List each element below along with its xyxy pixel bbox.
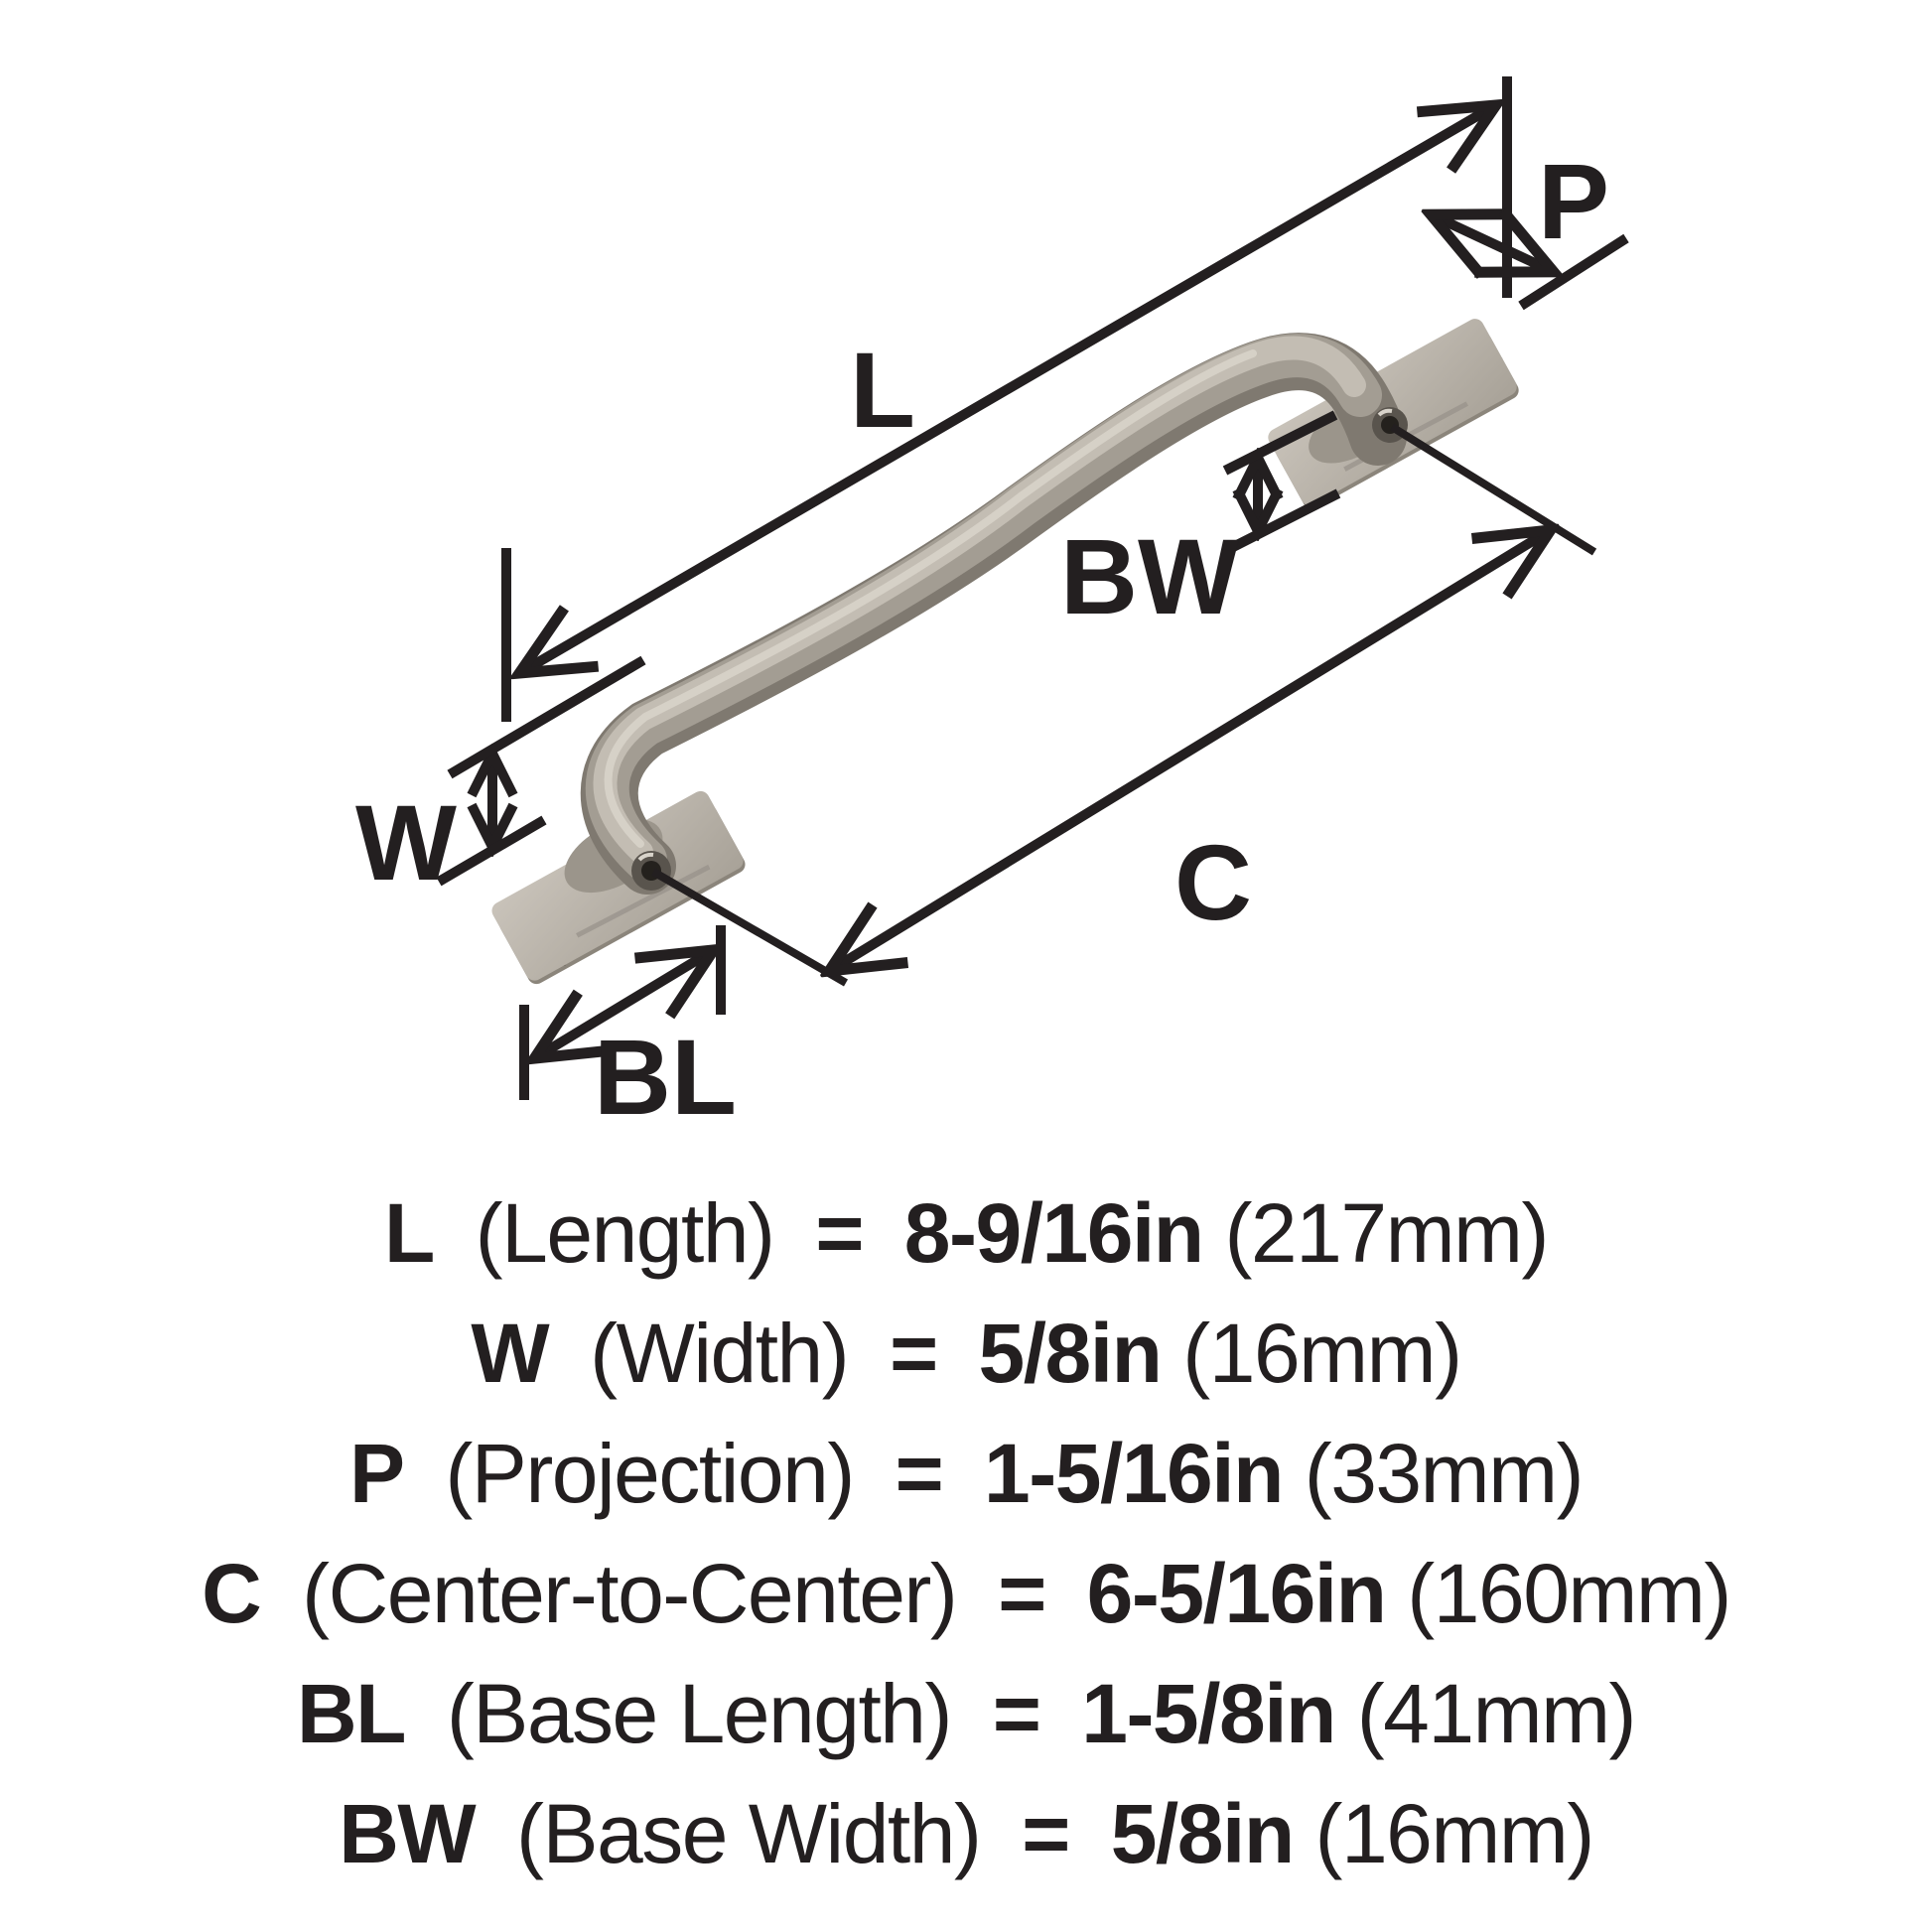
dim-width-tick-top bbox=[447, 655, 646, 779]
spec-symbol: BL bbox=[296, 1667, 406, 1760]
grip-bar-side bbox=[585, 334, 1382, 882]
spec-symbol: C bbox=[202, 1547, 262, 1640]
dim-projection-tick bbox=[1518, 233, 1629, 311]
spec-equals: = bbox=[992, 1667, 1041, 1760]
dim-center-leader-left bbox=[651, 868, 848, 987]
spec-name: (Width) bbox=[590, 1307, 850, 1400]
dim-label-projection: P bbox=[1538, 141, 1609, 261]
spec-equals: = bbox=[815, 1186, 864, 1280]
dim-projection-arrow bbox=[1433, 215, 1552, 271]
spec-metric-value: (41mm) bbox=[1356, 1667, 1637, 1760]
spec-line-center-to-center: C (Center-to-Center) = 6-5/16in (160mm) bbox=[0, 1534, 1932, 1654]
spec-equals: = bbox=[895, 1427, 944, 1520]
spec-metric-value: (33mm) bbox=[1304, 1427, 1585, 1520]
dim-width-tick-bottom bbox=[436, 815, 547, 887]
spec-imperial-value: 5/8in bbox=[1110, 1787, 1295, 1880]
dim-label-base-width: BW bbox=[1060, 516, 1239, 636]
spec-symbol: W bbox=[471, 1307, 549, 1400]
spec-name: (Base Length) bbox=[446, 1667, 953, 1760]
grip-bar-top-face bbox=[593, 336, 1366, 864]
spec-line-length: L (Length) = 8-9/16in (217mm) bbox=[0, 1173, 1932, 1294]
spec-equals: = bbox=[998, 1547, 1046, 1640]
left-screw-hole bbox=[631, 851, 671, 891]
spec-line-projection: P (Projection) = 1-5/16in (33mm) bbox=[0, 1414, 1932, 1534]
spec-equals: = bbox=[890, 1307, 938, 1400]
spec-line-width: W (Width) = 5/8in (16mm) bbox=[0, 1294, 1932, 1414]
grip-bar bbox=[580, 333, 1407, 895]
dim-label-center: C bbox=[1174, 822, 1252, 942]
spec-metric-value: (16mm) bbox=[1182, 1307, 1462, 1400]
spec-imperial-value: 5/8in bbox=[978, 1307, 1162, 1400]
dimension-annotations: L P W C BL BW bbox=[355, 76, 1629, 1137]
spec-imperial-value: 8-9/16in bbox=[903, 1186, 1204, 1280]
dim-base-width-tick-bottom bbox=[1228, 488, 1341, 553]
spec-metric-value: (217mm) bbox=[1224, 1186, 1549, 1280]
dim-center-line bbox=[831, 531, 1549, 970]
spec-imperial-value: 1-5/16in bbox=[984, 1427, 1284, 1520]
spec-symbol: L bbox=[384, 1186, 435, 1280]
spec-name: (Length) bbox=[475, 1186, 775, 1280]
grip-bar-underside bbox=[580, 333, 1407, 895]
spec-name: (Base Width) bbox=[515, 1787, 982, 1880]
spec-line-base-length: BL (Base Length) = 1-5/8in (41mm) bbox=[0, 1654, 1932, 1774]
spec-symbol: BW bbox=[339, 1787, 476, 1880]
handle-illustration bbox=[491, 319, 1519, 985]
dim-length-line bbox=[521, 106, 1494, 672]
dim-base-width-tick-top bbox=[1222, 410, 1338, 476]
spec-metric-value: (16mm) bbox=[1314, 1787, 1594, 1880]
dim-base-length-line bbox=[536, 951, 712, 1057]
spec-line-base-width: BW (Base Width) = 5/8in (16mm) bbox=[0, 1774, 1932, 1894]
left-base-plate-face-line bbox=[576, 864, 711, 938]
spec-imperial-value: 6-5/16in bbox=[1086, 1547, 1387, 1640]
spec-name: (Projection) bbox=[445, 1427, 855, 1520]
dim-label-base-length: BL bbox=[594, 1017, 737, 1137]
dim-label-length: L bbox=[850, 330, 915, 450]
spec-equals: = bbox=[1022, 1787, 1070, 1880]
dim-label-width: W bbox=[355, 782, 457, 902]
spec-name: (Center-to-Center) bbox=[302, 1547, 958, 1640]
spec-symbol: P bbox=[348, 1427, 405, 1520]
dim-center-leader-right bbox=[1389, 423, 1597, 556]
spec-metric-value: (160mm) bbox=[1407, 1547, 1731, 1640]
spec-list: L (Length) = 8-9/16in (217mm) W (Width) … bbox=[0, 1173, 1932, 1894]
spec-imperial-value: 1-5/8in bbox=[1081, 1667, 1336, 1760]
